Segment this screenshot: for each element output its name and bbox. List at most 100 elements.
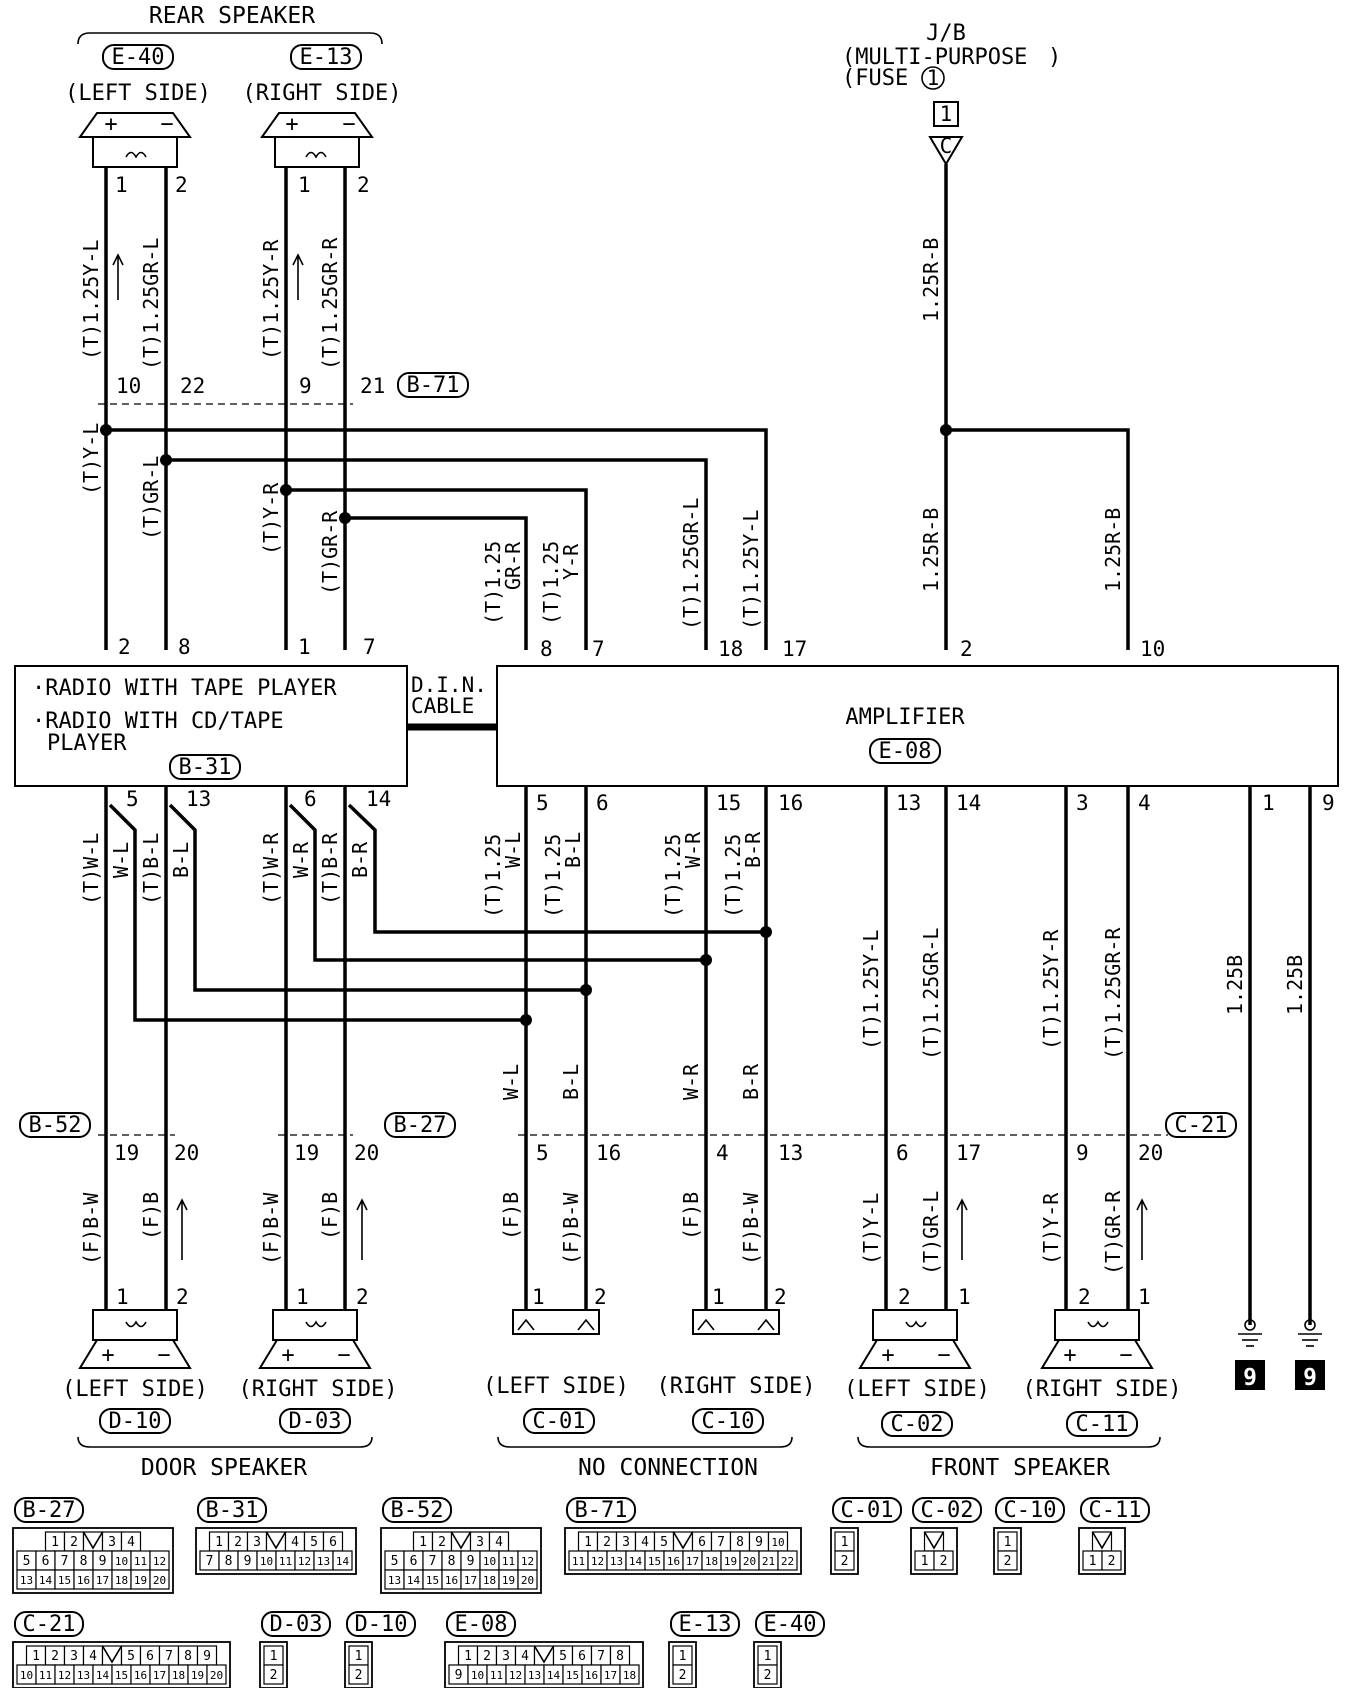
cavity-number: 1 bbox=[32, 1649, 40, 1664]
cavity-number: 5 bbox=[559, 1649, 567, 1664]
wire-label: B-R bbox=[739, 1063, 763, 1100]
cavity-number: 13 bbox=[388, 1574, 401, 1587]
front-speaker-left: 2 1 + − (LEFT SIDE) C-02 bbox=[844, 1285, 990, 1437]
cavity-number: 11 bbox=[572, 1555, 585, 1568]
wire-label: (T)1.25GR-L bbox=[919, 928, 943, 1060]
no-connection-title: NO CONNECTION bbox=[578, 1455, 758, 1481]
cavity-number: 6 bbox=[410, 1554, 418, 1569]
cavity-number: 1 bbox=[921, 1554, 929, 1569]
svg-text:−: − bbox=[342, 112, 355, 137]
svg-text:−: − bbox=[160, 112, 173, 137]
ground-symbol: 9 bbox=[1295, 1319, 1325, 1391]
connector-code: C-10 bbox=[1004, 1498, 1057, 1523]
pin-label: 21 bbox=[360, 374, 385, 398]
cavity-number: 7 bbox=[165, 1649, 173, 1664]
cavity-number: 5 bbox=[391, 1554, 399, 1569]
cavity-number: 3 bbox=[253, 1535, 261, 1550]
cavity-number: 16 bbox=[667, 1555, 680, 1568]
cavity-number: 4 bbox=[641, 1535, 649, 1550]
cavity-number: 2 bbox=[1004, 1554, 1012, 1569]
connector-code: D-03 bbox=[270, 1612, 323, 1637]
cavity-number: 7 bbox=[206, 1554, 214, 1569]
cavity-number: 2 bbox=[483, 1649, 491, 1664]
cavity-number: 4 bbox=[521, 1649, 529, 1664]
pin-label: 1 bbox=[296, 1285, 309, 1309]
connector-code: B-27 bbox=[23, 1498, 76, 1523]
cavity-number: 9 bbox=[455, 1668, 463, 1683]
connector-code: C-11 bbox=[1089, 1498, 1142, 1523]
cavity-number: 1 bbox=[841, 1535, 849, 1550]
cavity-number: 12 bbox=[509, 1669, 522, 1682]
wire-label: 1.25R-B bbox=[1101, 508, 1125, 592]
cavity-number: 13 bbox=[610, 1555, 623, 1568]
wire-label: 1.25R-B bbox=[919, 508, 943, 592]
wire-label: (T)B-L bbox=[139, 833, 163, 905]
pin-label: 20 bbox=[1138, 1141, 1163, 1165]
side-label: (LEFT SIDE) bbox=[62, 1377, 208, 1402]
cavity-number: 2 bbox=[679, 1668, 687, 1683]
fuse-number: 1 bbox=[927, 66, 940, 90]
cavity-number: 8 bbox=[225, 1554, 233, 1569]
connector-code: D-10 bbox=[109, 1409, 162, 1434]
wire-label: (F)B bbox=[139, 1192, 163, 1240]
jb-name: (MULTI-PURPOSE bbox=[842, 45, 1027, 70]
wire-label: (T)Y-R bbox=[259, 482, 283, 555]
connector-code: E-40 bbox=[764, 1612, 817, 1637]
wire-label: (T)1.25 bbox=[539, 541, 563, 625]
wire-label: 1.25B bbox=[1223, 955, 1247, 1015]
connector-code: E-08 bbox=[879, 739, 932, 764]
cavity-number: 10 bbox=[115, 1555, 128, 1568]
door-speaker-left: 1 2 + − (LEFT SIDE) D-10 bbox=[62, 1285, 208, 1434]
pin-label: 9 bbox=[1076, 1141, 1089, 1165]
connector-code: E-08 bbox=[455, 1612, 508, 1637]
cavity-number: 2 bbox=[764, 1668, 772, 1683]
cavity-number: 10 bbox=[260, 1555, 273, 1568]
pin-label: 9 bbox=[1322, 791, 1335, 815]
cavity-number: 12 bbox=[298, 1555, 311, 1568]
svg-text:−: − bbox=[1119, 1343, 1132, 1368]
cavity-number: 9 bbox=[755, 1535, 763, 1550]
pin-label: 18 bbox=[718, 637, 743, 661]
terminal-number: 1 bbox=[940, 102, 953, 126]
wire-label: B-R bbox=[348, 841, 372, 878]
svg-text:): ) bbox=[1048, 45, 1061, 70]
din-cable-label: D.I.N. bbox=[411, 673, 487, 697]
cavity-number: 2 bbox=[355, 1668, 363, 1683]
pin-label: 8 bbox=[540, 637, 553, 661]
cavity-number: 19 bbox=[191, 1669, 204, 1682]
pin-label: 4 bbox=[716, 1141, 729, 1165]
cavity-number: 2 bbox=[940, 1554, 948, 1569]
pin-label: 17 bbox=[956, 1141, 981, 1165]
pin-label: 1 bbox=[958, 1285, 971, 1309]
wire-label: W-R bbox=[289, 841, 313, 878]
cavity-number: 9 bbox=[244, 1554, 252, 1569]
cavity-number: 9 bbox=[99, 1554, 107, 1569]
cavity-number: 1 bbox=[355, 1649, 363, 1664]
wire-label: (F)B-W bbox=[739, 1192, 763, 1265]
cavity-number: 18 bbox=[483, 1574, 496, 1587]
cavity-number: 1 bbox=[51, 1535, 59, 1550]
pin-label: 20 bbox=[174, 1141, 199, 1165]
cavity-number: 13 bbox=[77, 1669, 90, 1682]
cavity-number: 2 bbox=[234, 1535, 242, 1550]
pin-label: 17 bbox=[782, 637, 807, 661]
svg-text:+: + bbox=[281, 1343, 294, 1368]
pin-label: 5 bbox=[126, 787, 139, 811]
wire-label: (T)Y-L bbox=[79, 423, 103, 495]
pin-label: 15 bbox=[716, 791, 741, 815]
cavity-number: 17 bbox=[96, 1574, 109, 1587]
cavity-number: 13 bbox=[528, 1669, 541, 1682]
pin-label: 9 bbox=[299, 374, 312, 398]
wire-label: (T)W-R bbox=[259, 832, 283, 905]
cavity-number: 5 bbox=[310, 1535, 318, 1550]
cavity-number: 6 bbox=[329, 1535, 337, 1550]
cavity-number: 18 bbox=[705, 1555, 718, 1568]
